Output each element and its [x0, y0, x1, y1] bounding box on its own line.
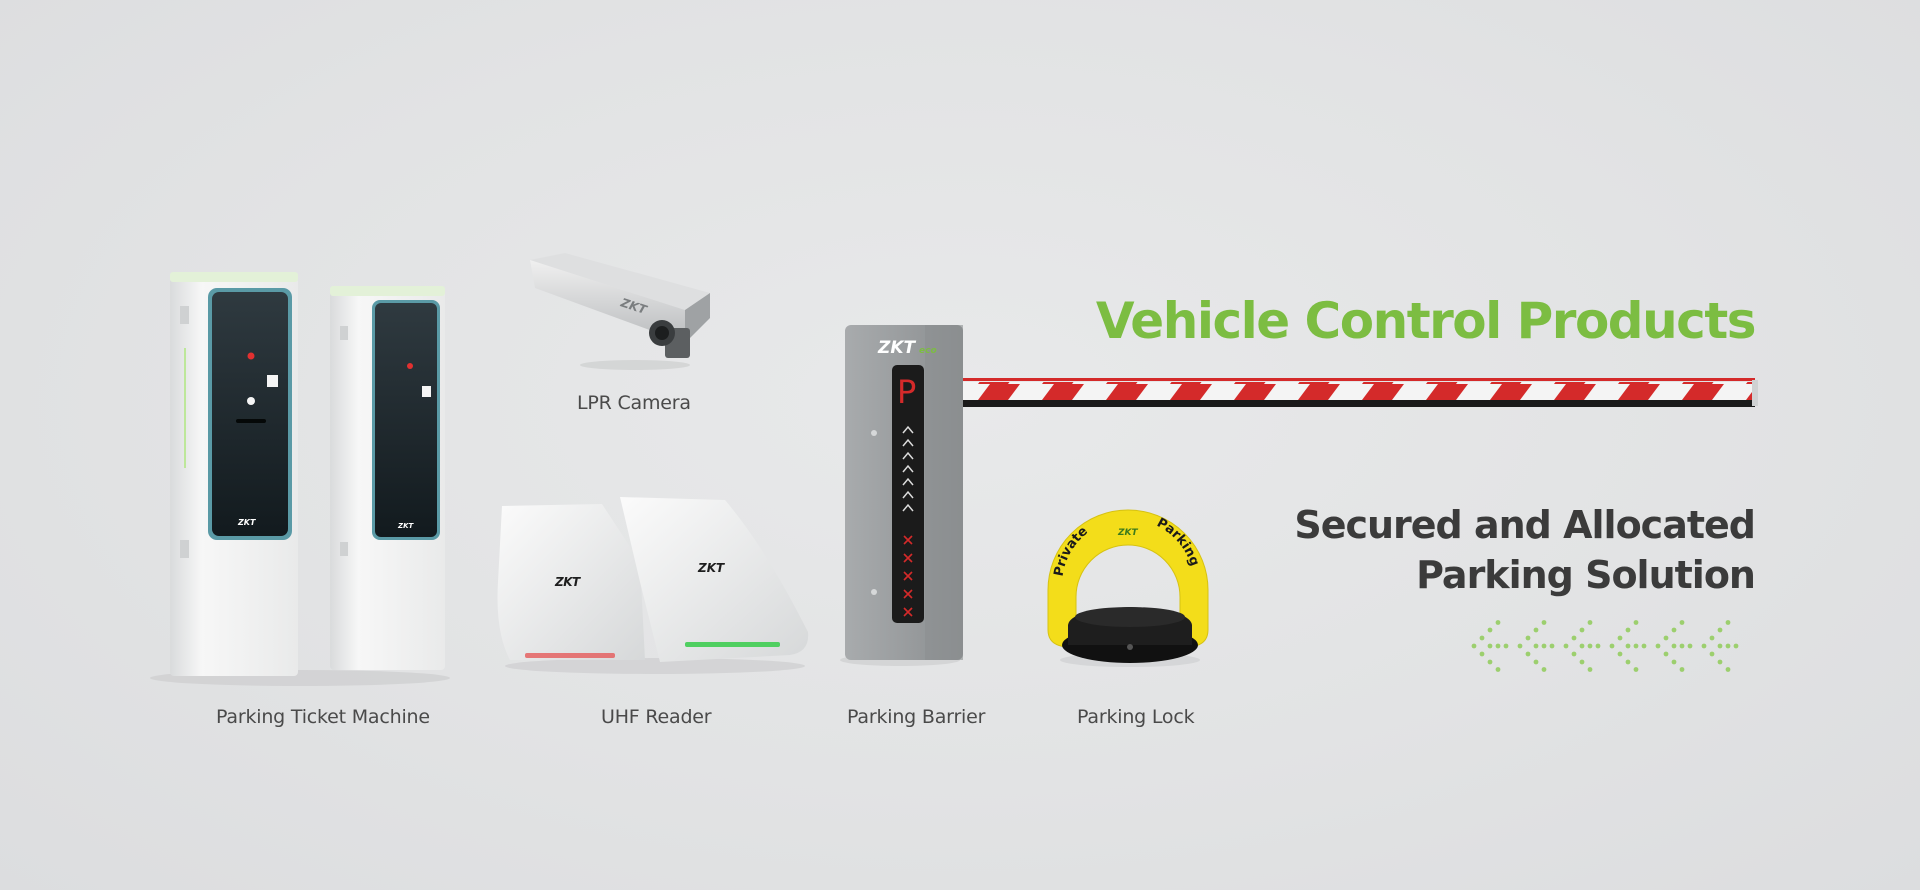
- parking-barrier-image: ZKT eco P: [840, 320, 1760, 670]
- subheadline-line-1: Secured and Allocated: [1294, 503, 1756, 547]
- svg-text:ZKT: ZKT: [237, 518, 256, 527]
- svg-text:P: P: [897, 373, 916, 411]
- decorative-dot-pattern: [1468, 620, 1758, 672]
- product-label-ticket-machine: Parking Ticket Machine: [216, 706, 430, 728]
- subheadline-line-2: Parking Solution: [1416, 553, 1756, 597]
- product-label-parking-lock: Parking Lock: [1077, 706, 1195, 728]
- product-label-uhf-reader: UHF Reader: [601, 706, 712, 728]
- lpr-camera-image: ZKT: [525, 248, 715, 373]
- subheadline: Secured and Allocated Parking Solution: [1294, 500, 1756, 600]
- svg-text:ZKT: ZKT: [1117, 528, 1139, 538]
- svg-text:eco: eco: [919, 346, 937, 356]
- svg-text:ZKT: ZKT: [554, 575, 581, 589]
- page-title: Vehicle Control Products: [1095, 292, 1757, 350]
- ticket-machine-image: ZKT ZKT: [150, 268, 460, 688]
- svg-text:ZKT: ZKT: [877, 338, 917, 358]
- svg-text:ZKT: ZKT: [397, 522, 415, 530]
- product-label-lpr-camera: LPR Camera: [577, 392, 691, 414]
- uhf-reader-image: ZKT ZKT: [490, 492, 815, 682]
- svg-text:ZKT: ZKT: [697, 561, 725, 575]
- parking-lock-image: Private Parking ZKT: [1040, 505, 1215, 670]
- product-label-parking-barrier: Parking Barrier: [847, 706, 986, 728]
